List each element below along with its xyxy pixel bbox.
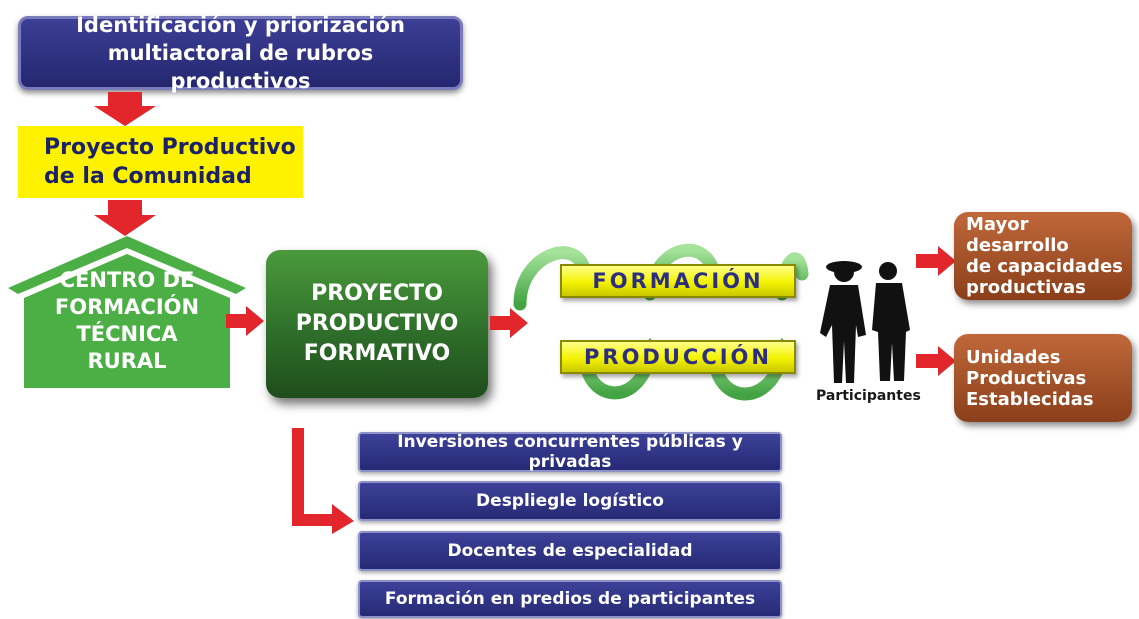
- down-arrow-2: [94, 200, 156, 236]
- support-logistics: Despliegle logístico: [358, 481, 782, 521]
- house-line-1: CENTRO DE: [59, 268, 195, 292]
- outcome-1-line-3: productivas: [966, 277, 1086, 298]
- support-field-training: Formación en predios de participantes: [358, 580, 782, 618]
- right-arrow-1: [226, 306, 264, 336]
- participants-label: Participantes: [816, 388, 921, 404]
- production-bar: PRODUCCIÓN: [560, 340, 796, 374]
- down-arrow-1: [94, 92, 156, 126]
- house-line-3: TÉCNICA: [76, 322, 178, 346]
- support-logistics-label: Despliegle logístico: [476, 491, 664, 511]
- house-shape: [8, 236, 246, 388]
- right-arrow-outcome-2: [916, 346, 956, 376]
- community-project-line-2: de la Comunidad: [44, 164, 252, 189]
- support-teachers: Docentes de especialidad: [358, 531, 782, 571]
- formative-line-1: PROYECTO: [311, 281, 443, 306]
- right-arrow-outcome-1: [916, 246, 956, 276]
- cycle-swirl-graphic: [513, 243, 809, 401]
- identification-line-2: multiactoral de rubros productivos: [107, 41, 374, 93]
- outcome-2-line-3: Establecidas: [966, 388, 1094, 410]
- outcome-1-line-2: de capacidades: [966, 256, 1123, 277]
- identification-box: Identificación y priorización multiactor…: [18, 13, 463, 93]
- outcome-2-line-1: Unidades: [966, 346, 1061, 368]
- support-investments-label: Inversiones concurrentes públicas y priv…: [397, 432, 743, 472]
- formative-line-2: PRODUCTIVO: [295, 311, 459, 336]
- support-investments: Inversiones concurrentes públicas y priv…: [358, 432, 782, 472]
- support-connector-arrow: [292, 428, 354, 534]
- training-bar: FORMACIÓN: [560, 264, 796, 298]
- community-project-box: Proyecto Productivo de la Comunidad: [18, 126, 303, 198]
- house-line-2: FORMACIÓN: [54, 295, 200, 319]
- formative-line-3: FORMATIVO: [303, 341, 451, 366]
- participants-silhouette: [820, 261, 910, 383]
- support-field-training-label: Formación en predios de participantes: [384, 589, 756, 609]
- production-bar-label: PRODUCCIÓN: [584, 345, 772, 369]
- formative-project-box: PROYECTO PRODUCTIVO FORMATIVO: [266, 250, 488, 398]
- community-project-line-1: Proyecto Productivo: [44, 135, 296, 160]
- support-teachers-label: Docentes de especialidad: [447, 541, 693, 561]
- outcome-units-box: Unidades Productivas Establecidas: [954, 334, 1132, 422]
- house-line-4: RURAL: [87, 349, 167, 373]
- right-arrow-2: [490, 308, 528, 338]
- outcome-2-line-2: Productivas: [966, 367, 1087, 389]
- rural-training-center-label: CENTRO DE FORMACIÓN TÉCNICA RURAL: [14, 256, 240, 386]
- identification-line-1: Identificación y priorización: [76, 13, 405, 37]
- outcome-capacities-box: Mayor desarrollo de capacidades producti…: [954, 212, 1132, 300]
- training-bar-label: FORMACIÓN: [592, 269, 764, 293]
- outcome-1-line-1: Mayor desarrollo: [966, 214, 1069, 256]
